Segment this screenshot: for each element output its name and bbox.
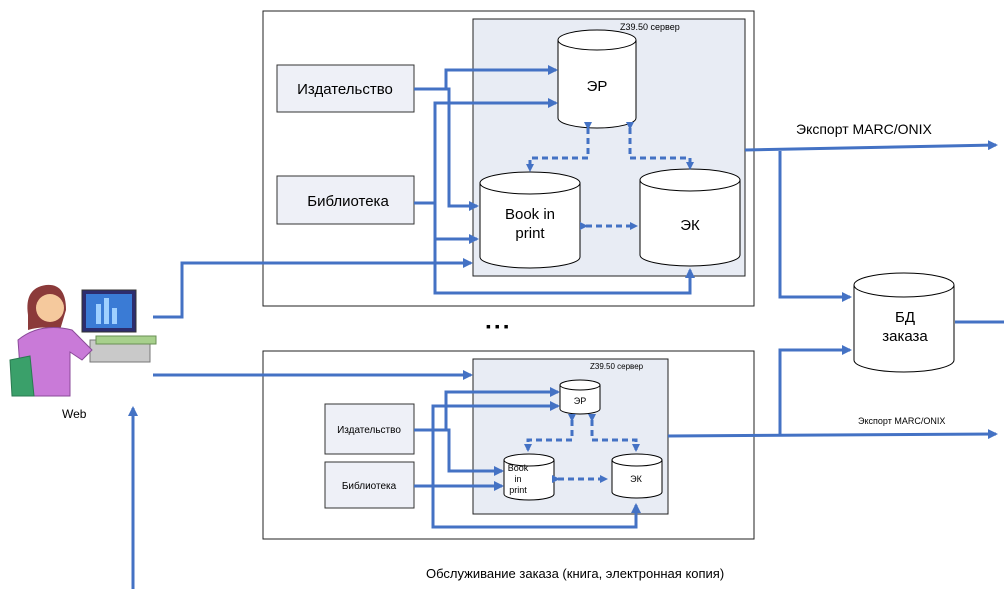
lower-server-title: Z39.50 сервер: [590, 362, 644, 371]
lower-book-in-print-database[interactable]: [503, 453, 555, 501]
user-computer-icon: [9, 284, 157, 397]
separator-dots: ▪ ▪ ▪: [486, 318, 509, 334]
lower-connectors: [153, 370, 641, 529]
upper-er-database[interactable]: [557, 29, 637, 129]
lower-bip-label-3: print: [509, 485, 527, 495]
upper-library-box[interactable]: [276, 175, 415, 225]
upper-book-in-print-database[interactable]: [479, 171, 581, 269]
lower-publisher-box[interactable]: [324, 403, 415, 455]
lower-publisher-label: Издательство: [337, 425, 401, 436]
lower-dashed-links: [524, 414, 640, 483]
lower-er-database[interactable]: [559, 379, 601, 415]
lower-ek-database[interactable]: [611, 453, 663, 499]
upper-dashed-links: [526, 122, 694, 230]
lower-library-label: Библиотека: [342, 480, 397, 492]
lower-library-box[interactable]: [324, 461, 415, 509]
upper-ek-database[interactable]: [639, 168, 741, 267]
upper-publisher-label: Издательство: [297, 81, 393, 98]
upper-server-title: Z39.50 сервер: [620, 22, 680, 32]
orders-database[interactable]: [853, 272, 955, 373]
upper-bip-label-1: Book in: [505, 206, 555, 223]
web-label: Web: [62, 407, 87, 421]
upper-publisher-box[interactable]: [276, 64, 415, 113]
export-connectors: [667, 140, 1004, 440]
upper-bip-label-2: print: [515, 225, 545, 242]
orders-db-label-2: заказа: [882, 328, 928, 345]
lower-er-label: ЭР: [574, 396, 586, 406]
upper-connectors: [153, 65, 695, 319]
lower-ek-label: ЭК: [630, 474, 642, 484]
orders-db-label-1: БД: [895, 309, 915, 326]
upper-er-label: ЭР: [587, 78, 608, 95]
diagram-caption: Обслуживание заказа (книга, электронная …: [426, 566, 724, 581]
lower-bip-label-2: in: [514, 474, 521, 484]
upper-ek-label: ЭК: [680, 217, 700, 234]
export-top-label: Экспорт MARC/ONIX: [796, 121, 932, 137]
export-bottom-label: Экспорт MARC/ONIX: [858, 416, 945, 426]
upper-library-label: Библиотека: [307, 193, 389, 210]
lower-bip-label-1: Book: [508, 463, 529, 473]
